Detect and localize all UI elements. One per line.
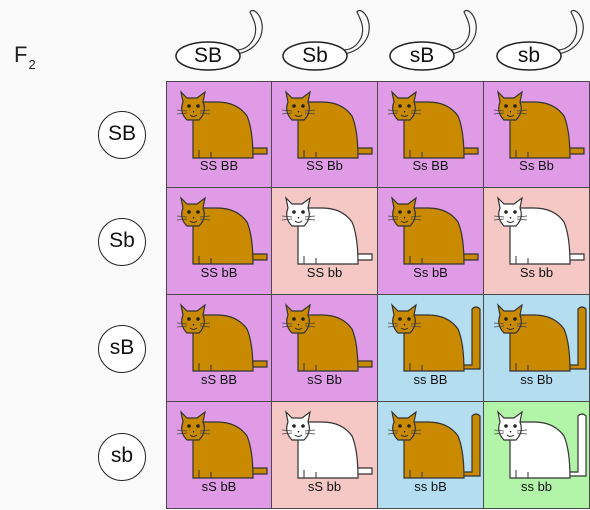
cat-icon [494, 303, 587, 372]
punnett-cell: Ss BB [378, 81, 484, 188]
cat-icon [282, 90, 373, 159]
punnett-cell: sS bB [166, 402, 272, 509]
cat-icon [388, 196, 479, 265]
egg-gamete-4: sb [98, 433, 146, 481]
cat-icon [177, 303, 268, 372]
cat-icon [282, 410, 373, 479]
cat-icon [177, 90, 268, 159]
punnett-cell: SS BB [166, 81, 272, 188]
genotype-label: sS BB [200, 372, 238, 387]
punnett-cell: ss BB [378, 295, 484, 402]
generation-label: F2 [14, 42, 36, 72]
punnett-cell: sS BB [166, 295, 272, 402]
punnett-cell: sS bb [272, 402, 378, 509]
genotype-label: ss bb [520, 479, 553, 494]
cat-icon [494, 90, 585, 159]
generation-subscript: 2 [28, 57, 36, 72]
generation-base: F [14, 42, 28, 67]
cat-icon [177, 196, 268, 265]
cat-icon [494, 196, 585, 265]
cat-icon [282, 196, 373, 265]
cat-icon [388, 303, 481, 372]
egg-gamete-3: sB [98, 325, 146, 373]
genotype-label: Ss Bb [519, 158, 554, 173]
sperm-gamete-1: SB [168, 6, 286, 76]
sperm-icon [496, 9, 584, 71]
punnett-cell: Ss bB [378, 188, 484, 295]
cat-icon [177, 410, 268, 479]
cat-icon [494, 410, 587, 479]
sperm-gamete-label: sB [409, 44, 435, 67]
genotype-label: sS bb [307, 479, 342, 494]
genotype-label: Ss bB [413, 265, 448, 280]
punnett-square: SS BB SS Bb Ss BB Ss Bb SS bB SS bb Ss bB Ss bb… [166, 81, 590, 510]
egg-gamete-label: Sb [109, 229, 135, 252]
sperm-icon [175, 9, 263, 71]
sperm-gamete-label: sb [517, 44, 541, 67]
sperm-gamete-label: SB [193, 44, 222, 67]
egg-gamete-label: SB [107, 122, 136, 145]
sperm-icon [282, 9, 370, 71]
punnett-cell: SS bb [272, 188, 378, 295]
punnett-cell: Ss bb [484, 188, 590, 295]
egg-gamete-label: sb [110, 444, 134, 467]
genotype-label: Ss bb [519, 265, 554, 280]
sperm-gamete-4: sb [489, 6, 590, 76]
genotype-label: sS bB [201, 479, 237, 494]
punnett-cell: Ss Bb [484, 81, 590, 188]
punnett-cell: sS Bb [272, 295, 378, 402]
punnett-cell: SS bB [166, 188, 272, 295]
sperm-gamete-label: Sb [302, 44, 328, 67]
sperm-gamete-2: Sb [275, 6, 393, 76]
sperm-gamete-3: sB [382, 6, 500, 76]
sperm-gamete-row: SB Sb sB sb [0, 0, 590, 80]
genotype-label: SS bb [306, 265, 343, 280]
genotype-label: ss Bb [520, 372, 553, 387]
genotype-label: SS BB [199, 158, 239, 173]
cat-icon [388, 90, 479, 159]
punnett-cell: ss Bb [484, 295, 590, 402]
genotype-label: ss BB [413, 372, 448, 387]
punnett-cell: SS Bb [272, 81, 378, 188]
punnett-cell: ss bB [378, 402, 484, 509]
egg-gamete-2: Sb [98, 218, 146, 266]
punnett-cell: ss bb [484, 402, 590, 509]
egg-gamete-label: sB [109, 336, 135, 359]
genotype-label: SS Bb [306, 158, 343, 173]
genotype-label: SS bB [200, 265, 238, 280]
sperm-icon [389, 9, 477, 71]
egg-gamete-1: SB [98, 111, 146, 159]
genotype-label: Ss BB [412, 158, 449, 173]
genotype-label: ss bB [414, 479, 447, 494]
cat-icon [282, 303, 373, 372]
genotype-label: sS Bb [307, 372, 342, 387]
cat-icon [388, 410, 481, 479]
